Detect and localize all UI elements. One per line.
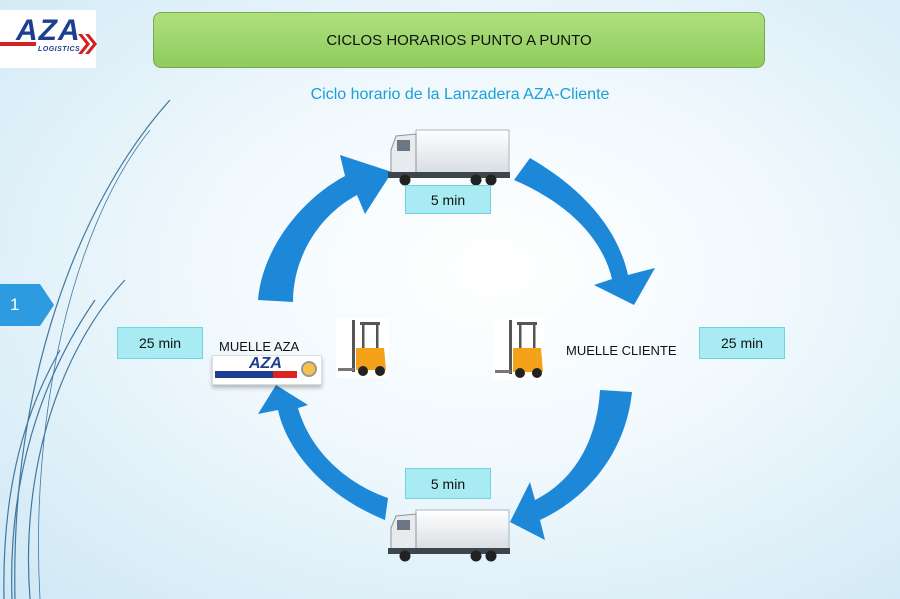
quality-seal-icon xyxy=(301,361,317,377)
arrow-down-left xyxy=(510,390,632,540)
time-box-right: 25 min xyxy=(699,327,785,359)
slide-number-tab: 1 xyxy=(0,284,44,326)
truck-top xyxy=(388,129,510,186)
arrow-up-left-bottom xyxy=(258,385,388,520)
forklift-left xyxy=(336,318,389,378)
page-title: CICLOS HORARIOS PUNTO A PUNTO xyxy=(326,31,592,49)
side-tab-shape xyxy=(0,284,54,326)
diagram-subtitle: Ciclo horario de la Lanzadera AZA-Client… xyxy=(310,86,610,103)
mini-logo-text: AZA xyxy=(249,355,282,372)
logo-text: AZA xyxy=(16,14,81,47)
arrow-down-right xyxy=(514,158,655,305)
logo-overlay xyxy=(0,34,97,54)
arrow-up-left xyxy=(258,155,392,302)
truck-bottom xyxy=(388,509,510,562)
muelle-cliente-label: MUELLE CLIENTE xyxy=(566,343,677,358)
time-box-bottom: 5 min xyxy=(405,468,491,499)
time-left-label: 25 min xyxy=(138,335,182,351)
cycle-arrows xyxy=(258,155,655,540)
slide-number: 1 xyxy=(10,295,20,314)
aza-logo: AZA LOGISTICS xyxy=(0,10,96,68)
time-box-left: 25 min xyxy=(117,327,203,359)
time-bottom-label: 5 min xyxy=(430,475,466,492)
time-top-label: 5 min xyxy=(430,191,466,208)
decorative-swoosh xyxy=(3,99,171,599)
mini-logo-bar xyxy=(215,371,295,378)
mini-aza-logo: AZA xyxy=(212,355,322,385)
time-right-label: 25 min xyxy=(720,335,764,351)
time-box-top: 5 min xyxy=(405,185,491,214)
logo-subtext: LOGISTICS xyxy=(38,46,81,53)
mini-logo-bar-red xyxy=(273,371,297,378)
forklift-right xyxy=(493,318,544,380)
muelle-aza-label: MUELLE AZA xyxy=(219,339,300,354)
title-banner: CICLOS HORARIOS PUNTO A PUNTO xyxy=(153,12,765,68)
